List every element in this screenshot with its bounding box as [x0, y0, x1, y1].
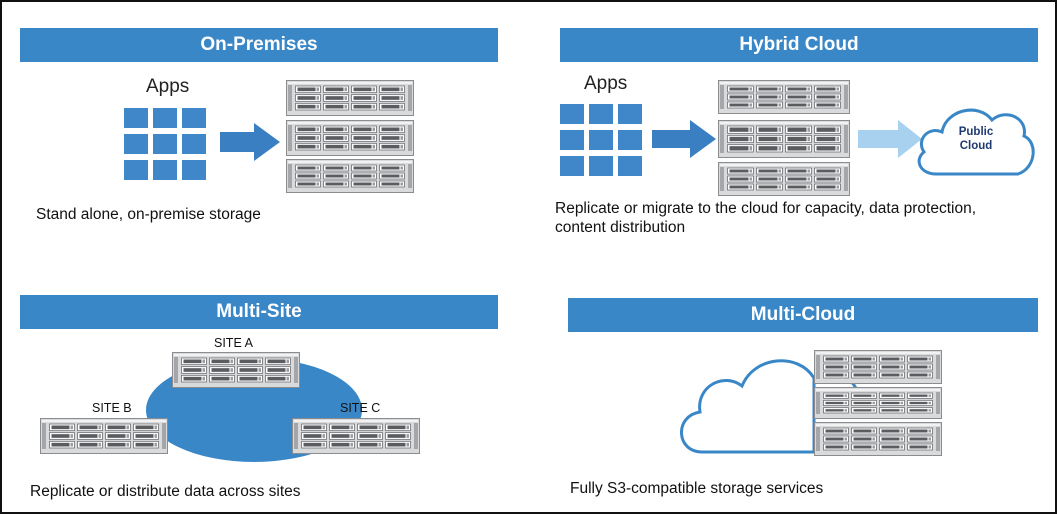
server-rack-icon: [286, 120, 414, 156]
apps-grid-icon: [124, 108, 206, 180]
apps-label: Apps: [146, 76, 190, 97]
site-c-label: SITE C: [340, 401, 381, 415]
server-rack-icon: [718, 162, 850, 196]
public-cloud-label-line1: Public: [958, 126, 994, 138]
on-premises-header: On-Premises: [20, 28, 498, 62]
arrow-right-icon: [858, 120, 922, 158]
multi-cloud-caption: Fully S3-compatible storage services: [570, 480, 824, 497]
apps-label: Apps: [584, 73, 628, 94]
server-rack-icon: [718, 120, 850, 158]
cloud-icon: [680, 359, 816, 454]
server-rack-icon: [286, 159, 414, 193]
public-cloud-label-line2: Cloud: [959, 140, 993, 152]
multi-site-header: Multi-Site: [20, 295, 498, 329]
hybrid-cloud-header: Hybrid Cloud: [560, 28, 1038, 62]
multi-site-caption: Replicate or distribute data across site…: [30, 483, 301, 500]
arrow-right-icon: [220, 123, 280, 161]
server-rack-icon: [292, 418, 420, 454]
server-rack-icon: [814, 350, 942, 384]
on-premises-caption: Stand alone, on-premise storage: [36, 206, 261, 223]
cloud-icon: [917, 108, 1035, 176]
hybrid-cloud-caption-line1: Replicate or migrate to the cloud for ca…: [555, 200, 977, 217]
server-rack-icon: [814, 422, 942, 456]
arrow-right-icon: [652, 120, 716, 158]
multi-cloud-header: Multi-Cloud: [568, 298, 1038, 332]
server-rack-icon: [172, 352, 300, 388]
server-rack-icon: [718, 80, 850, 114]
server-rack-icon: [40, 418, 168, 454]
apps-grid-icon: [560, 104, 642, 176]
site-b-label: SITE B: [92, 401, 132, 415]
server-rack-icon: [286, 80, 414, 116]
hybrid-cloud-caption-line2: content distribution: [555, 219, 686, 236]
server-rack-icon: [814, 387, 942, 419]
public-cloud-label: Public Cloud: [946, 125, 1006, 153]
site-a-label: SITE A: [214, 336, 253, 350]
